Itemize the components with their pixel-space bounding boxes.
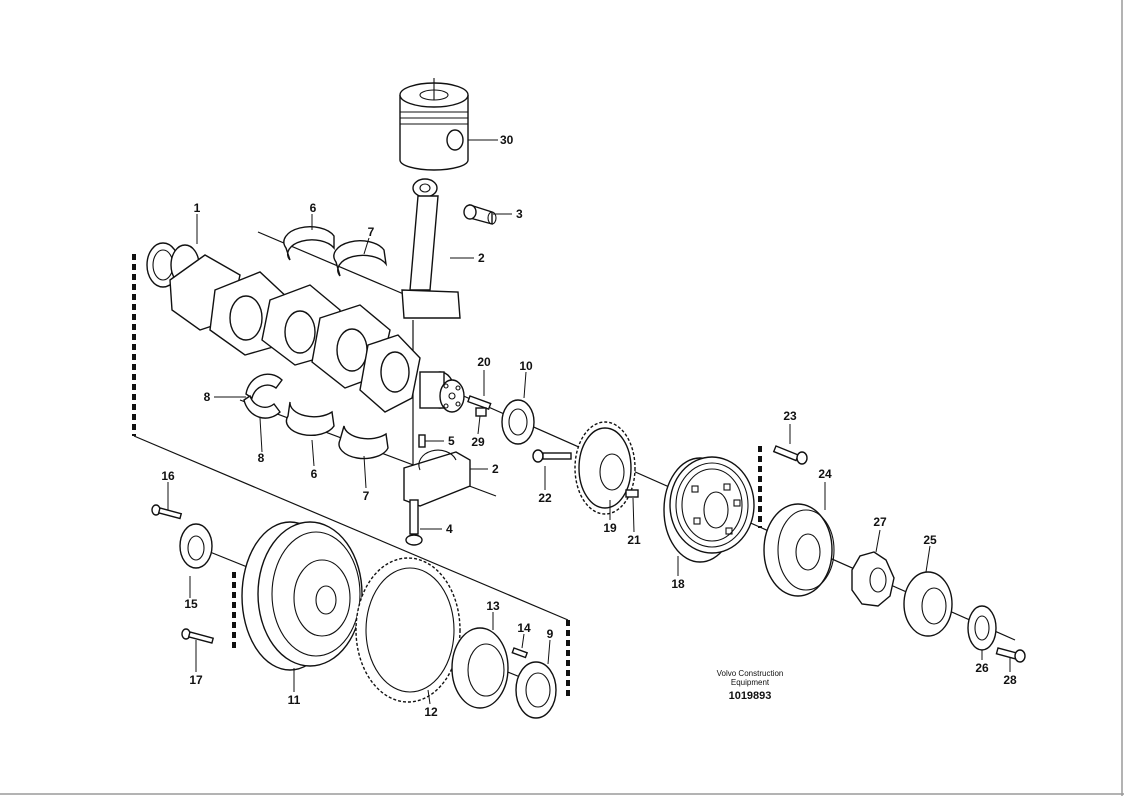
callout-2-lower: 2 [492,462,499,476]
callout-23: 23 [783,409,797,423]
callout-8-bottom: 8 [258,451,265,465]
callout-8-left: 8 [204,390,211,404]
key-21 [625,489,639,498]
brand-name-line1: Volvo Construction [717,669,784,678]
bolt-23 [772,445,808,465]
callout-19: 19 [603,521,617,535]
callout-15: 15 [184,597,198,611]
callout-21: 21 [627,533,641,547]
callout-30: 30 [500,133,514,147]
brand-name-line2: Equipment [731,678,770,687]
callout-27: 27 [873,515,887,529]
bolt-28 [995,647,1026,663]
hub [851,551,895,607]
callout-labels: 1 2 2 3 4 5 6 6 7 7 8 8 9 10 11 12 13 14… [161,133,1017,719]
screw-14 [511,647,529,659]
seal-housing [451,627,509,709]
pilot-seal [179,523,213,569]
flywheel [241,521,363,671]
callout-4: 4 [446,522,453,536]
callout-22: 22 [538,491,552,505]
callout-7-upper: 7 [368,225,375,239]
callout-20: 20 [477,355,491,369]
thrust-washers [243,373,283,419]
callout-10: 10 [519,359,533,373]
front-seal [501,399,535,445]
callout-3: 3 [516,207,523,221]
flange-plate [967,605,997,651]
callout-2-upper: 2 [478,251,485,265]
bolt-17 [181,628,215,644]
callout-18: 18 [671,577,685,591]
callout-29: 29 [471,435,485,449]
main-bearing-shells-upper [283,226,388,277]
callout-13: 13 [486,599,500,613]
callout-17: 17 [189,673,203,687]
callout-24: 24 [818,467,832,481]
connecting-rod-cap [403,434,471,546]
diagram-caption: Volvo Construction Equipment 1019893 [717,669,784,702]
callout-11: 11 [288,693,301,707]
bolt-16 [151,504,183,520]
crank-pulley [663,456,755,563]
piston [399,78,469,171]
callout-1: 1 [194,201,201,215]
callout-26: 26 [975,661,989,675]
timing-gear [574,421,636,515]
callout-28: 28 [1003,673,1017,687]
document-number: 1019893 [729,690,772,702]
crankshaft [146,242,465,413]
callout-6-upper: 6 [310,201,317,215]
callout-25: 25 [923,533,937,547]
main-bearing-shells-lower [285,401,389,460]
callout-12: 12 [424,705,438,719]
callout-9: 9 [547,627,554,641]
callout-16: 16 [161,469,175,483]
assembly-brackets [132,254,762,700]
connecting-rod [401,178,497,319]
callout-5: 5 [448,434,455,448]
rear-seal [515,661,557,719]
bolt-22 [532,449,572,463]
pins [467,395,492,417]
vibration-damper [763,503,835,597]
rear-damper-ring [903,571,953,637]
callout-6-lower: 6 [311,467,318,481]
leader-lines [167,139,1011,705]
callout-7-lower: 7 [363,489,370,503]
callout-14: 14 [517,621,531,635]
ring-gear [355,557,461,703]
